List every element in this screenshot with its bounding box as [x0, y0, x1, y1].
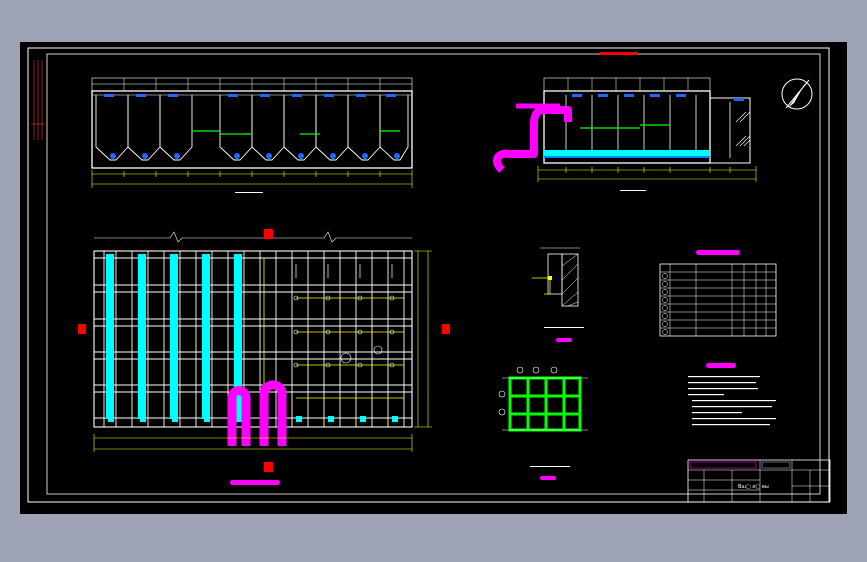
distribution-nodes	[293, 295, 395, 368]
water-level-markers-2	[572, 94, 744, 101]
top-center-stamp	[600, 52, 638, 55]
detail-1-title-bar	[544, 327, 584, 328]
inner-frame	[46, 53, 821, 495]
rebar-tags	[498, 366, 558, 416]
detail-rebar-grid	[498, 366, 588, 480]
drawing-title: Вш□ и□ вы	[738, 484, 769, 490]
tank-slab-top-2	[543, 77, 711, 92]
design-notes	[688, 363, 776, 426]
inlet-pipe-plan-b	[259, 380, 287, 446]
slab-divisions	[92, 78, 412, 91]
binding-margin-lines	[31, 60, 45, 140]
section-2-2	[493, 77, 757, 191]
green-level-lines	[192, 130, 400, 135]
dimension-chain-2	[537, 166, 757, 182]
bottom-water-channel	[544, 150, 710, 156]
plan-view	[78, 229, 450, 485]
section-title-underline-1	[235, 192, 263, 193]
plan-grid-v	[103, 251, 405, 427]
dimension-chain-1	[91, 170, 413, 188]
hopper-cells	[95, 95, 409, 161]
cyan-outlets	[108, 416, 398, 422]
section-1-1	[91, 77, 413, 193]
tank-wall-outline-2	[543, 90, 711, 164]
water-level-markers	[104, 94, 396, 97]
table-title-bar	[696, 250, 740, 255]
grating-hatch	[735, 111, 751, 147]
title-block	[687, 459, 831, 503]
side-chamber	[710, 97, 751, 164]
inlet-pipe-plan-a	[227, 386, 251, 446]
north-arrow-icon	[781, 78, 813, 110]
outer-frame	[27, 47, 830, 503]
notes-title-bar	[706, 363, 736, 368]
sludge-outlets	[110, 153, 400, 159]
detail-wall-bracket	[532, 247, 584, 342]
tank-wall-outline	[91, 90, 413, 169]
section-cut-markers	[78, 229, 450, 472]
section-title-underline-2	[620, 190, 646, 191]
plan-title-bar	[230, 480, 280, 485]
drawing-sheet: Вш□ и□ вы	[20, 42, 847, 514]
material-table	[659, 250, 777, 337]
plan-outline	[93, 250, 413, 428]
inlet-pipe-2	[493, 106, 572, 173]
plan-grid-h	[94, 257, 412, 419]
cad-drawing: Вш□ и□ вы	[27, 47, 831, 503]
detail-2-title-bar	[530, 466, 570, 467]
cyan-collection-troughs	[106, 254, 242, 419]
